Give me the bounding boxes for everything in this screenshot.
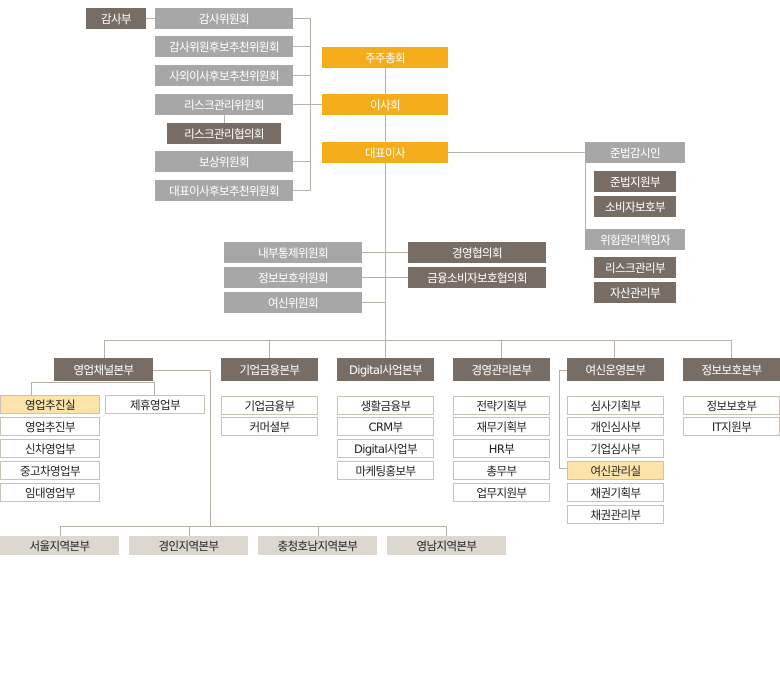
consumer-protection-council-box: 금융소비자보호협의회 (408, 267, 546, 288)
corporate-review-dept-box: 기업심사부 (567, 439, 664, 458)
bond-management-dept-box: 채권관리부 (567, 505, 664, 524)
commercial-dept-box: 커머셜부 (221, 417, 318, 436)
connector-line (31, 382, 32, 396)
risk-management-committee-box: 리스크관리위원회 (155, 94, 293, 115)
region-seoul-box: 서울지역본부 (0, 536, 119, 555)
connector-line (293, 104, 310, 105)
digital-business-dept-box: Digital사업부 (337, 439, 434, 458)
connector-line (31, 382, 155, 383)
connector-line (293, 75, 310, 76)
division-digital-business: Digital사업본부 (337, 358, 434, 381)
alliance-sales-dept-box: 제휴영업부 (105, 395, 205, 414)
connector-line (104, 340, 731, 341)
division-management: 경영관리본부 (453, 358, 550, 381)
risk-management-council-box: 리스크관리협의회 (167, 123, 281, 144)
ceo-nominating-committee-box: 대표이사후보추천위원회 (155, 180, 293, 201)
business-support-dept-box: 업무지원부 (453, 483, 550, 502)
info-protection-dept-box: 정보보호부 (683, 396, 780, 415)
credit-committee-box: 여신위원회 (224, 292, 362, 313)
sales-promotion-dept-box: 영업추진부 (0, 417, 100, 436)
region-gyeongin-box: 경인지역본부 (129, 536, 248, 555)
compensation-committee-box: 보상위원회 (155, 151, 293, 172)
new-car-sales-dept-box: 신차영업부 (0, 439, 100, 458)
consumer-protection-dept-box: 소비자보호부 (594, 196, 676, 217)
compliance-officer-box: 준법감시인 (585, 142, 685, 163)
connector-line (60, 526, 61, 536)
division-corporate-finance: 기업금융본부 (221, 358, 318, 381)
shareholders-meeting-box: 주주총회 (322, 47, 448, 68)
connector-line (446, 526, 447, 536)
connector-line (293, 46, 310, 47)
connector-line (559, 370, 560, 468)
management-council-box: 경영협의회 (408, 242, 546, 263)
connector-line (559, 370, 567, 371)
connector-line (269, 340, 270, 358)
ceo-box: 대표이사 (322, 142, 448, 163)
connector-line (293, 161, 310, 162)
asset-management-dept-box: 자산관리부 (594, 282, 676, 303)
corporate-finance-dept-box: 기업금융부 (221, 396, 318, 415)
connector-line (293, 18, 310, 19)
connector-line (585, 152, 586, 239)
connector-line (318, 526, 319, 536)
audit-committee-box: 감사위원회 (155, 8, 293, 29)
lease-sales-dept-box: 임대영업부 (0, 483, 100, 502)
connector-line (60, 526, 447, 527)
it-support-dept-box: IT지원부 (683, 417, 780, 436)
risk-management-dept-box: 리스크관리부 (594, 257, 676, 278)
financial-planning-dept-box: 재무기획부 (453, 417, 550, 436)
connector-line (731, 340, 732, 358)
connector-line (146, 18, 155, 19)
bond-planning-dept-box: 채권기획부 (567, 483, 664, 502)
connector-line (210, 370, 211, 526)
division-info-protection: 정보보호본부 (683, 358, 780, 381)
division-credit-operations: 여신운영본부 (567, 358, 664, 381)
life-finance-dept-box: 생활금융부 (337, 396, 434, 415)
crm-dept-box: CRM부 (337, 417, 434, 436)
audit-nominating-committee-box: 감사위원후보추천위원회 (155, 36, 293, 57)
personal-review-dept-box: 개인심사부 (567, 417, 664, 436)
used-car-sales-dept-box: 중고차영업부 (0, 461, 100, 480)
region-yeongnam-box: 영남지역본부 (387, 536, 506, 555)
compliance-support-dept-box: 준법지원부 (594, 171, 676, 192)
connector-line (362, 252, 408, 253)
outside-director-nominating-committee-box: 사외이사후보추천위원회 (155, 65, 293, 86)
connector-line (104, 340, 105, 358)
connector-line (154, 382, 155, 396)
risk-officer-box: 위험관리책임자 (585, 229, 685, 250)
connector-line (189, 526, 190, 536)
general-affairs-dept-box: 총무부 (453, 461, 550, 480)
connector-line (362, 277, 408, 278)
credit-management-office-box: 여신관리실 (567, 461, 664, 480)
hr-dept-box: HR부 (453, 439, 550, 458)
region-chungcheong-honam-box: 충청호남지역본부 (258, 536, 377, 555)
strategy-planning-dept-box: 전략기획부 (453, 396, 550, 415)
marketing-pr-dept-box: 마케팅홍보부 (337, 461, 434, 480)
connector-line (614, 340, 615, 358)
audit-dept-box: 감사부 (86, 8, 146, 29)
connector-line (385, 152, 585, 153)
info-protection-committee-box: 정보보호위원회 (224, 267, 362, 288)
sales-promotion-office-box: 영업추진실 (0, 395, 100, 414)
connector-line (153, 370, 210, 371)
connector-line (559, 468, 567, 469)
connector-line (310, 104, 322, 105)
connector-line (501, 340, 502, 358)
internal-control-committee-box: 내부통제위원회 (224, 242, 362, 263)
connector-line (385, 68, 386, 340)
review-planning-dept-box: 심사기획부 (567, 396, 664, 415)
connector-line (293, 190, 310, 191)
board-of-directors-box: 이사회 (322, 94, 448, 115)
connector-line (224, 115, 225, 123)
division-sales-channel: 영업채널본부 (54, 358, 153, 381)
connector-line (385, 340, 386, 358)
connector-line (362, 302, 385, 303)
